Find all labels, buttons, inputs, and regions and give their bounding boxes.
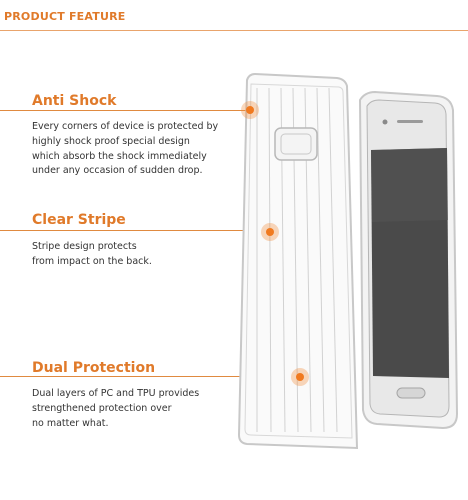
phone-illustration bbox=[358, 90, 459, 430]
feature-underline-dual-protection bbox=[0, 376, 300, 377]
feature-text-clear-stripe: Stripe design protects from impact on th… bbox=[32, 241, 152, 267]
header-title: PRODUCT FEATURE bbox=[4, 10, 126, 23]
feature-title-anti-shock: Anti Shock bbox=[32, 93, 117, 109]
feature-underline-clear-stripe bbox=[0, 230, 270, 231]
feature-title-clear-stripe: Clear Stripe bbox=[32, 212, 126, 228]
phone-case-illustration bbox=[237, 72, 359, 450]
product-illustration bbox=[237, 72, 459, 450]
feature-text-dual-protection: Dual layers of PC and TPU provides stren… bbox=[32, 388, 200, 429]
hotspot-dot-icon bbox=[241, 101, 259, 119]
hotspot-dot-icon bbox=[291, 368, 309, 386]
feature-underline-anti-shock bbox=[0, 110, 250, 111]
header-divider bbox=[0, 30, 468, 31]
hotspot-dot-icon bbox=[261, 223, 279, 241]
feature-title-dual-protection: Dual Protection bbox=[32, 360, 156, 376]
feature-text-anti-shock: Every corners of device is protected by … bbox=[32, 121, 219, 177]
